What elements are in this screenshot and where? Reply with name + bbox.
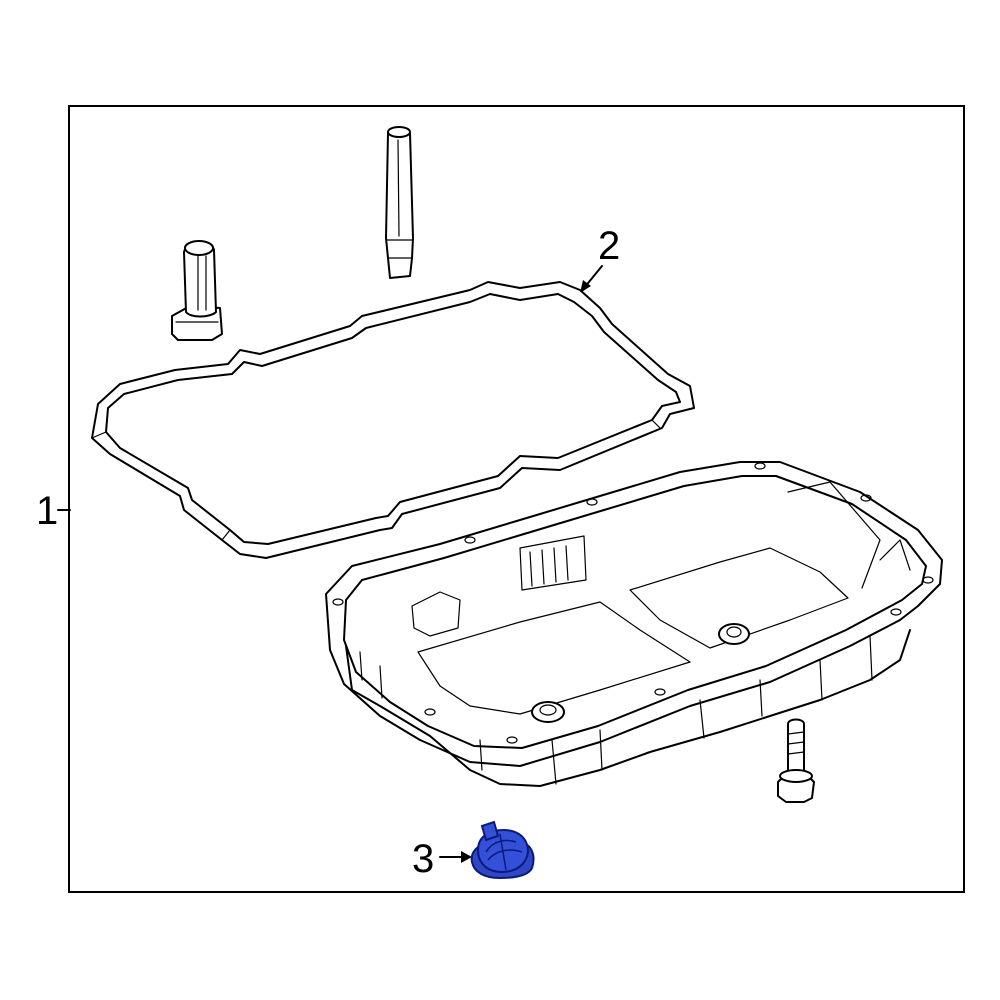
callout-1: 1 (36, 489, 71, 533)
drain-plug (470, 820, 535, 880)
callout-3: 3 (412, 837, 472, 881)
callout-2: 2 (580, 224, 620, 293)
callout-2-label: 2 (598, 224, 620, 268)
callout-1-label: 1 (36, 489, 58, 533)
pan-bolt (777, 718, 815, 803)
dipstick-tube (385, 126, 414, 279)
diagram-frame (68, 105, 965, 893)
pan-gasket (91, 281, 695, 559)
overflow-tube (171, 240, 223, 341)
oil-pan (325, 461, 943, 787)
callout-3-label: 3 (412, 837, 434, 881)
